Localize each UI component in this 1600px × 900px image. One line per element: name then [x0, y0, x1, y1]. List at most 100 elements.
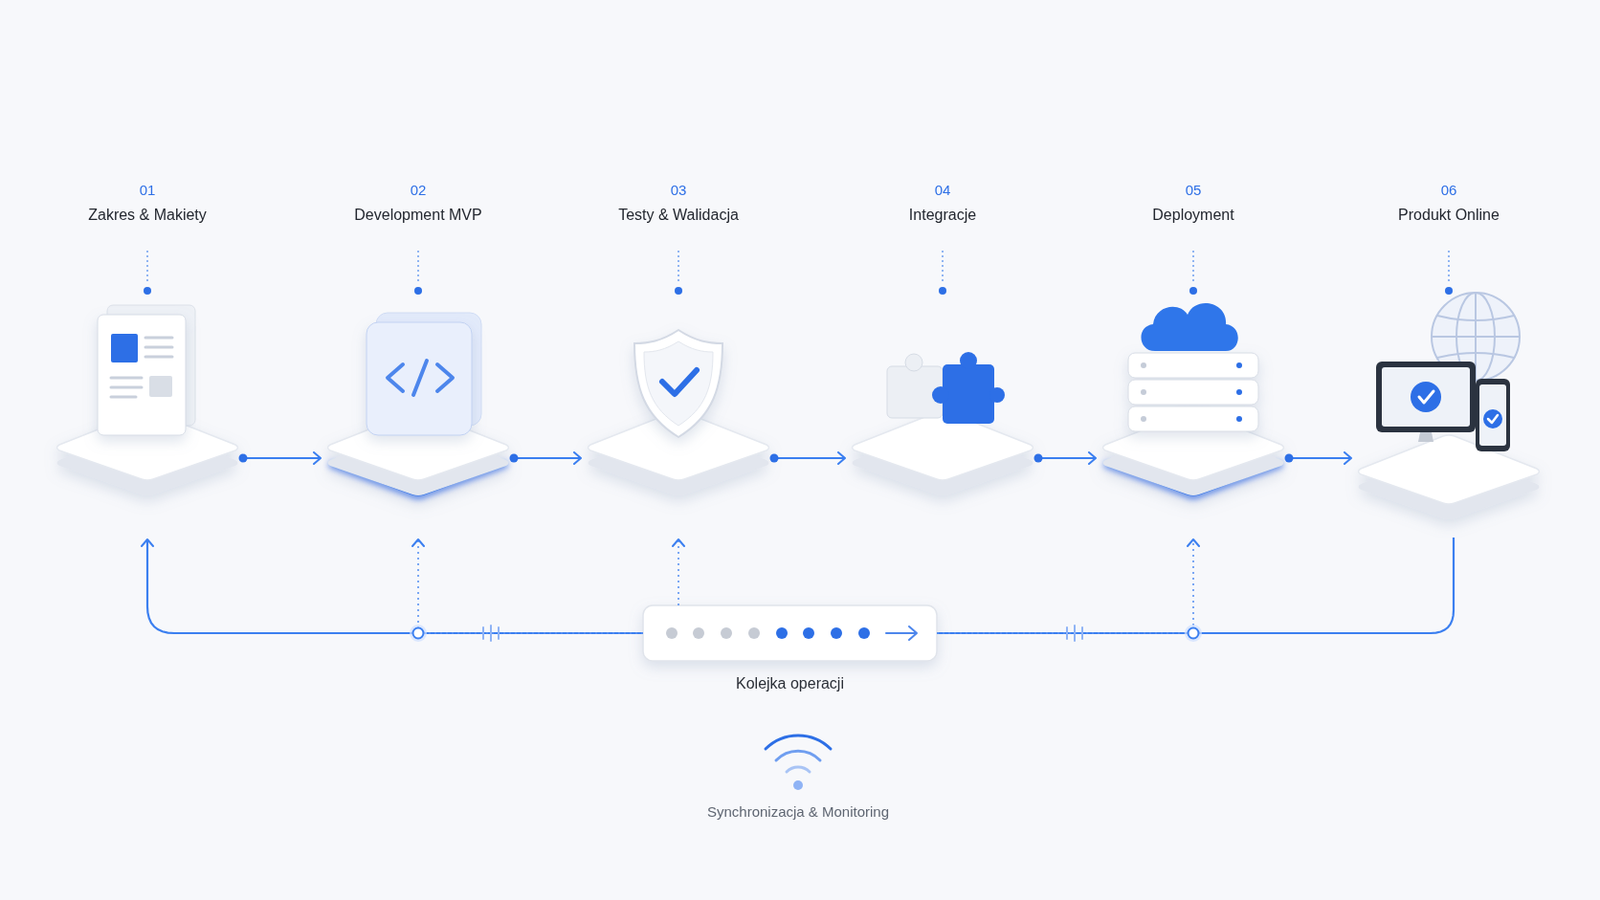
leader-dots — [674, 287, 683, 295]
stage-box: 04Integracje — [846, 181, 1039, 538]
queue-box — [692, 627, 705, 640]
step-title: Deployment — [1097, 205, 1289, 225]
stage-box: 02Development MVP — [322, 181, 514, 538]
documents-icon — [97, 314, 186, 436]
step-number: 01 — [51, 181, 244, 200]
loop-junctions — [1188, 628, 1200, 640]
server-cloud-icon — [1236, 416, 1243, 423]
puzzle-icon — [887, 352, 1005, 424]
server-cloud-icon — [1140, 389, 1147, 396]
stage-box: 06Produkt Online — [1353, 181, 1545, 538]
edge-group — [510, 454, 582, 464]
queue-box — [886, 626, 917, 641]
stage-box: 05Deployment — [1097, 181, 1289, 538]
step-title: Testy & Walidacja — [582, 205, 775, 225]
code-icon — [437, 364, 453, 392]
devices-globe-icon — [1419, 391, 1434, 403]
step-number: 04 — [846, 181, 1039, 200]
puzzle-icon — [959, 352, 978, 370]
devices-globe-icon — [1381, 367, 1470, 427]
loop-junctions — [409, 624, 427, 643]
leader-lines — [677, 250, 680, 284]
puzzle-icon — [932, 386, 950, 404]
connector-dot — [770, 454, 779, 464]
loop-junctions — [409, 624, 1202, 643]
devices-globe-icon — [1410, 381, 1442, 413]
stage-box: 01Zakres & Makiety — [51, 181, 244, 538]
signal-ticks — [1066, 627, 1068, 640]
devices-globe-icon — [1475, 378, 1511, 452]
wifi-icon — [793, 780, 803, 791]
platforms — [852, 411, 1034, 496]
signal-ticks — [482, 627, 485, 640]
queue-box — [776, 627, 788, 640]
server-cloud-icon — [1236, 389, 1243, 396]
shield-icon — [644, 341, 713, 426]
stage-box: 03Testy & Walidacja — [582, 181, 775, 538]
queue-shape — [643, 605, 937, 662]
edge-group — [239, 454, 322, 464]
connector-dot — [239, 454, 248, 464]
queue-box: Kolejka operacji — [643, 605, 937, 662]
server-cloud-icon — [1236, 362, 1243, 423]
code-icon — [387, 360, 453, 396]
step-title: Integracje — [846, 205, 1039, 225]
shield-icon — [634, 330, 723, 438]
step-number: 06 — [1353, 181, 1545, 200]
edge-group — [678, 539, 680, 606]
code-icon — [366, 322, 472, 436]
signal-ticks — [1081, 627, 1084, 640]
devices-globe-icon — [1483, 409, 1503, 429]
queue-box — [802, 627, 815, 640]
queue-box — [720, 627, 733, 640]
flow-arrow — [1288, 457, 1352, 460]
connector-layer — [147, 454, 1454, 635]
documents-icon — [111, 386, 142, 390]
edge-group — [1034, 454, 1097, 464]
server-cloud-icon — [1128, 379, 1259, 405]
leader-dots — [1189, 287, 1198, 295]
queue-box — [666, 627, 678, 640]
step-number: 03 — [582, 181, 775, 200]
wifi-icon — [765, 735, 831, 791]
flow-arrow — [513, 457, 581, 460]
wifi-icon — [776, 751, 821, 761]
edge-group — [147, 539, 644, 634]
signal-ticks — [489, 625, 492, 642]
queue-box — [643, 605, 937, 662]
shield-icon — [634, 330, 723, 438]
server-cloud-icon — [1128, 303, 1259, 432]
dotted-arrow — [418, 539, 644, 634]
edge-group — [936, 539, 1194, 634]
devices-globe-icon — [1376, 292, 1520, 452]
connector-dot — [510, 454, 519, 464]
signal-ticks — [497, 627, 500, 640]
documents-icon — [145, 346, 173, 350]
devices-globe-icon — [1418, 432, 1434, 443]
leader-dots — [143, 287, 152, 295]
step-number: 02 — [322, 181, 514, 200]
puzzle-icon — [989, 387, 1005, 403]
leader-lines — [1447, 250, 1450, 284]
shield-icon — [662, 370, 697, 395]
wifi-icon — [765, 735, 831, 750]
queue-box — [643, 605, 937, 662]
documents-icon — [111, 337, 173, 398]
code-icon — [413, 360, 427, 396]
code-icon — [387, 364, 403, 392]
leader-dots — [414, 287, 423, 295]
queue-box — [830, 627, 843, 640]
signal-ticks — [483, 625, 1083, 642]
step-title: Produkt Online — [1353, 205, 1545, 225]
server-cloud-icon — [1140, 416, 1147, 423]
step-title: Zakres & Makiety — [51, 205, 244, 225]
edge-group — [418, 539, 644, 634]
leader-lines — [1192, 250, 1195, 284]
server-cloud-icon — [1140, 362, 1147, 369]
flow-arrow — [774, 457, 845, 460]
documents-icon — [149, 376, 173, 398]
server-cloud-icon — [1140, 362, 1147, 423]
flow-arrow — [243, 457, 321, 460]
